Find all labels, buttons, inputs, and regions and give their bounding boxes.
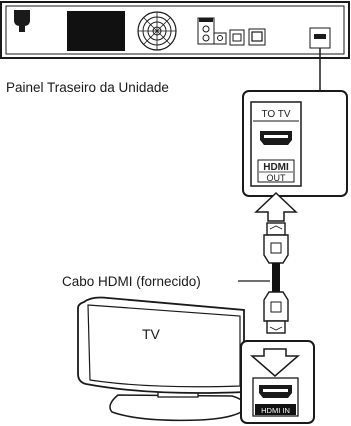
hdmi-plug-bottom [263,291,289,334]
rear-panel-black-block [67,11,125,51]
optical-port-icon [229,29,245,46]
hdmi-in-label: HDMI IN [261,406,290,415]
to-tv-label: TO TV [261,109,290,120]
power-cord-icon [14,10,30,32]
arrow-down-icon [249,348,301,377]
hdmi-in-port-icon [259,385,292,398]
unit-rear-panel [0,1,350,59]
rear-hdmi-port-icon [309,27,331,49]
hdmi-plug-top [263,222,289,264]
fan-grille-icon [137,11,177,51]
cable-label: Cabo HDMI (fornecido) [62,274,201,289]
hdmi-label: HDMI [263,162,289,173]
lan-port-icon [248,28,266,46]
tv-label: TV [142,326,161,342]
hdmi-cable-wire [272,263,280,292]
hdmi-in-zoom-box: HDMI IN [240,340,315,424]
audio-input-jacks [197,17,227,45]
out-label: OUT [267,173,287,183]
hdmi-out-zoom-box: TO TV HDMI OUT [242,90,348,197]
rear-panel-label: Painel Traseiro da Unidade [6,80,169,95]
hdmi-out-port-icon [260,131,292,145]
tv-illustration: TV [77,296,247,422]
hdmi-cable [263,222,289,334]
arrow-up-icon [254,191,298,222]
